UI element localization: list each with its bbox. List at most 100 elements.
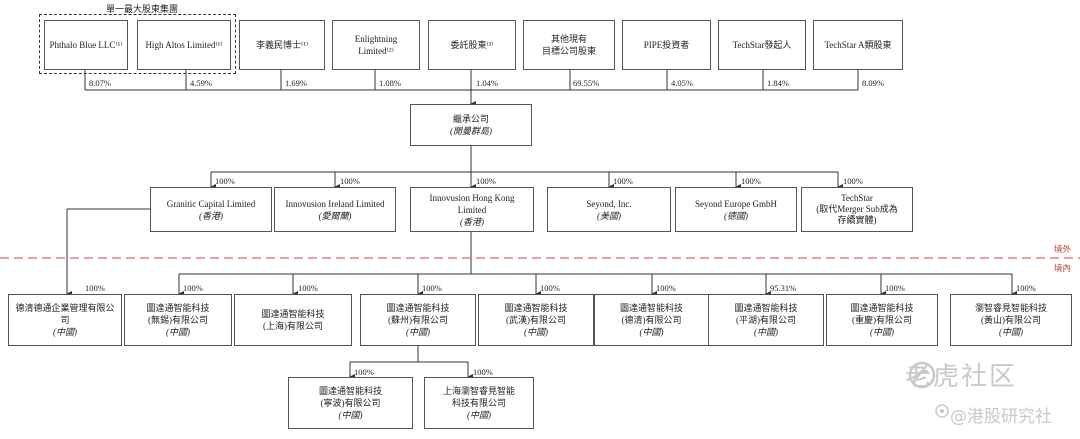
ownership-pct: 100% xyxy=(298,283,318,293)
watermark-handle: @港股研究社 xyxy=(950,407,1052,427)
prc-subsidiary-box: 瀏智睿見智能科技 (黃山)有限公司 (中國) xyxy=(950,294,1072,346)
ownership-pct: 100% xyxy=(422,283,442,293)
successor-company-box: 繼承公司 (開曼群島) xyxy=(410,104,532,146)
company-name: 圖達通智能科技 (寧波)有限公司 xyxy=(318,386,382,408)
company-name: 瀏智睿見智能科技 (黃山)有限公司 xyxy=(974,303,1047,325)
ownership-pct: 95.31% xyxy=(770,283,797,293)
subsidiary-box: Innovusion Ireland Limited (愛爾蘭) xyxy=(274,187,396,232)
company-name: 圖達通智能科技 (無錫)有限公司 xyxy=(146,303,210,325)
subsidiary-box: TechStar (取代Merger Sub成為 存續實體) xyxy=(801,187,913,232)
company-jurisdiction: (中國) xyxy=(338,410,363,420)
company-name: TechStar (取代Merger Sub成為 存續實體) xyxy=(816,193,898,225)
shareholder-name: 其他現有 目標公司股東 xyxy=(541,34,596,56)
ownership-pct: 100% xyxy=(215,176,235,186)
ownership-pct: 100% xyxy=(613,176,633,186)
shareholding-pct: 8.09% xyxy=(862,78,884,88)
shareholder-box: 委託股東⁽³⁾ xyxy=(428,20,516,70)
company-name: Granitic Capital Limited xyxy=(166,198,256,209)
ownership-pct: 100% xyxy=(1016,283,1036,293)
shareholding-pct: 4.05% xyxy=(671,78,693,88)
company-jurisdiction: (中國) xyxy=(639,327,664,337)
company-jurisdiction: (香港) xyxy=(460,216,484,227)
group-label: 單一最大股東集團 xyxy=(106,4,179,14)
company-jurisdiction: (愛爾蘭) xyxy=(318,210,352,221)
subsidiary-box: Innovusion Hong Kong Limited (香港) xyxy=(410,187,534,232)
ownership-pct: 100% xyxy=(843,176,863,186)
company-name: Seyond Europe GmbH xyxy=(695,198,777,209)
shareholder-name: High Altos Limited⁽¹⁾ xyxy=(145,40,223,50)
shareholding-pct: 1.69% xyxy=(285,78,307,88)
company-name: 圖達通智能科技 (平湖)有限公司 xyxy=(734,303,798,325)
offshore-label: 境外 xyxy=(1054,244,1072,254)
prc-subsidiary-box: 圖達通智能科技 (武漢)有限公司 (中國) xyxy=(478,294,594,346)
onshore-label: 境內 xyxy=(1054,263,1072,273)
shareholder-name: TechStar A類股東 xyxy=(824,40,892,50)
prc-subsidiary-box: 德清德通企業管理有限公司 (中國) xyxy=(8,294,122,346)
company-name: 圖達通智能科技 (重慶)有限公司 xyxy=(850,303,914,325)
shareholding-pct: 4.59% xyxy=(190,78,212,88)
prc-subsidiary-box: 圖達通智能科技 (無錫)有限公司 (中國) xyxy=(124,294,232,346)
shareholding-pct: 1.08% xyxy=(379,78,401,88)
shareholder-box: High Altos Limited⁽¹⁾ xyxy=(137,20,231,70)
ownership-pct: 100% xyxy=(885,283,905,293)
shareholding-pct: 1.84% xyxy=(767,78,789,88)
prc-subsidiary-box: 圖達通智能科技 (重慶)有限公司 (中國) xyxy=(826,294,938,346)
shareholder-box: TechStar A類股東 xyxy=(813,20,903,70)
company-name: 上海瀏智睿見智能 科技有限公司 xyxy=(442,386,515,408)
shareholder-name: TechStar發起人 xyxy=(732,40,792,50)
company-jurisdiction: (中國) xyxy=(467,410,491,420)
shareholder-box: TechStar發起人 xyxy=(718,20,806,70)
ownership-pct: 100% xyxy=(476,176,496,186)
ownership-pct: 100% xyxy=(473,367,493,377)
company-name: Innovusion Hong Kong Limited xyxy=(429,192,515,215)
weibo-logo-icon xyxy=(935,404,949,418)
company-jurisdiction: (中國) xyxy=(166,327,190,337)
watermark-text: 老虎社区 xyxy=(905,362,1018,392)
company-name: 圖達通智能科技 (蘇州)有限公司 xyxy=(386,303,450,325)
company-jurisdiction: (中國) xyxy=(406,327,430,337)
company-jurisdiction: (開曼群島) xyxy=(450,126,492,136)
prc-subsidiary-box: 上海瀏智睿見智能 科技有限公司 (中國) xyxy=(424,377,534,429)
prc-subsidiary-box: 圖達通智能科技 (上海)有限公司 xyxy=(234,294,352,346)
company-jurisdiction: (中國) xyxy=(53,327,77,337)
shareholder-name: 委託股東⁽³⁾ xyxy=(450,40,494,50)
company-jurisdiction: (中國) xyxy=(754,327,778,337)
company-jurisdiction: (美國) xyxy=(597,210,621,221)
shareholding-pct: 69.55% xyxy=(573,78,600,88)
shareholder-box: Enlightning Limited⁽²⁾ xyxy=(332,20,420,70)
company-jurisdiction: (德國) xyxy=(724,210,748,221)
tiger-community-logo-icon xyxy=(908,361,936,389)
company-jurisdiction: (中國) xyxy=(870,327,894,337)
ownership-pct: 100% xyxy=(540,283,560,293)
prc-subsidiary-box: 圖達通智能科技 (平湖)有限公司 (中國) xyxy=(708,294,824,346)
ownership-pct: 100% xyxy=(656,283,676,293)
subsidiary-box: Seyond, Inc. (美國) xyxy=(547,187,671,232)
shareholder-name: Enlightning Limited⁽²⁾ xyxy=(354,34,398,56)
shareholder-box: 李義民博士⁽¹⁾ xyxy=(239,20,325,70)
company-name: Seyond, Inc. xyxy=(586,198,632,209)
ownership-pct: 100% xyxy=(354,367,374,377)
company-name: 繼承公司 xyxy=(452,114,489,124)
shareholder-box: PIPE投資者 xyxy=(622,20,711,70)
company-jurisdiction: (中國) xyxy=(524,327,548,337)
prc-subsidiary-box: 圖達通智能科技 (寧波)有限公司 (中國) xyxy=(288,377,413,429)
shareholding-pct: 1.04% xyxy=(476,78,498,88)
company-name: 圖達通智能科技 (德清)有限公司 xyxy=(619,303,683,325)
shareholder-box: 其他現有 目標公司股東 xyxy=(523,20,615,70)
shareholding-pct: 8.07% xyxy=(89,78,111,88)
prc-subsidiary-box: 圖達通智能科技 (德清)有限公司 (中國) xyxy=(594,294,709,346)
ownership-pct: 100% xyxy=(183,283,203,293)
shareholder-name: 李義民博士⁽¹⁾ xyxy=(255,40,309,50)
company-name: Innovusion Ireland Limited xyxy=(285,198,385,209)
ownership-pct: 100% xyxy=(85,283,105,293)
subsidiary-box: Seyond Europe GmbH (德國) xyxy=(675,187,797,232)
ownership-pct: 100% xyxy=(340,176,360,186)
shareholder-box: Phthalo Blue LLC⁽¹⁾ xyxy=(44,20,128,70)
single-largest-shareholder-group xyxy=(39,14,236,74)
company-name: 圖達通智能科技 (武漢)有限公司 xyxy=(504,303,568,325)
shareholder-name: PIPE投資者 xyxy=(643,40,690,50)
ownership-pct: 100% xyxy=(741,176,761,186)
company-name: 圖達通智能科技 (上海)有限公司 xyxy=(261,309,325,331)
subsidiary-box: Granitic Capital Limited (香港) xyxy=(150,187,272,232)
